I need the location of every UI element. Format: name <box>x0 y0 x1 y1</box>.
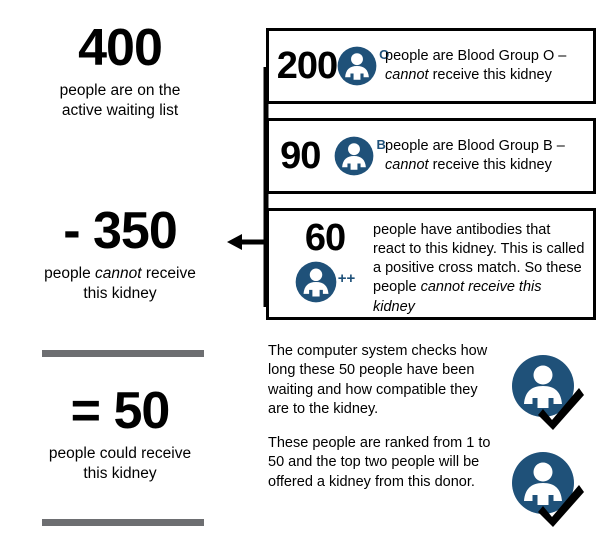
exclusion-box-blood-group-b: 90 B people are Blood Group B – cannot r… <box>266 118 596 194</box>
exclusion-o-number: 200 <box>276 45 338 87</box>
total-caption-line1: people are on the <box>59 82 181 99</box>
cross-match-tag: ++ <box>337 270 356 287</box>
summary-excluded-total: - 350 people cannot receive this kidney <box>0 205 240 304</box>
divider-bar-bottom <box>42 519 204 526</box>
total-caption: people are on the active waiting list <box>0 81 240 121</box>
person-check-icon <box>512 355 584 430</box>
exclusion-b-text: people are Blood Group B – cannot receiv… <box>385 137 593 175</box>
summary-eligible-total: = 50 people could receive this kidney <box>0 385 240 484</box>
explanation-text-block: The computer system checks how long thes… <box>268 342 493 492</box>
exclusion-b-text-emphasis: cannot <box>385 157 429 173</box>
exclusion-o-text-post: receive this kidney <box>428 67 552 83</box>
divider-bar-top <box>42 350 204 357</box>
excluded-caption-emphasis: cannot <box>95 265 142 282</box>
person-icon-x-wrap: ++ <box>295 261 356 303</box>
excluded-number: - 350 <box>63 202 178 260</box>
blood-group-tag-b: B <box>376 137 386 152</box>
person-icon <box>337 46 377 86</box>
exclusion-x-number: 60 <box>304 217 346 259</box>
exclusion-box-o-figure: 200 O <box>269 45 389 87</box>
exclusion-x-text-pre: people have antibodies that react to thi… <box>373 222 585 296</box>
eligible-caption: people could receive this kidney <box>0 444 240 484</box>
total-number: 400 <box>78 19 163 77</box>
exclusion-box-blood-group-o: 200 O people are Blood Group O – cannot … <box>266 28 596 104</box>
exclusion-box-b-figure: 90 B <box>269 135 386 177</box>
person-icon-o-wrap: O <box>337 46 389 86</box>
excluded-caption-line2: this kidney <box>83 284 157 302</box>
exclusion-o-text-emphasis: cannot <box>385 67 429 83</box>
eligible-caption-line2: this kidney <box>83 464 157 482</box>
excluded-caption: people cannot receive this kidney <box>0 264 240 304</box>
total-caption-line2: active waiting list <box>61 101 179 119</box>
person-icon <box>334 136 374 176</box>
excluded-caption-pre: people <box>44 265 96 282</box>
explanation-paragraph-1: The computer system checks how long thes… <box>268 343 488 418</box>
eligible-caption-line1: people could receive <box>48 445 192 462</box>
exclusion-box-cross-match: 60 ++ people have antibodies that react … <box>266 208 596 320</box>
explanation-paragraph-2: These people are ranked from 1 to 50 and… <box>268 434 491 490</box>
person-check-icon <box>512 452 584 527</box>
person-icon <box>295 261 337 303</box>
exclusion-b-text-post: receive this kidney <box>428 157 552 173</box>
blood-group-tag-o: O <box>379 47 390 62</box>
person-icon-b-wrap: B <box>334 136 386 176</box>
eligible-number: = 50 <box>70 382 171 440</box>
exclusion-box-x-figure: 60 ++ <box>269 211 369 303</box>
summary-total-waiting-list: 400 people are on the active waiting lis… <box>0 22 240 121</box>
exclusion-b-number: 90 <box>280 135 321 177</box>
exclusion-b-text-pre: people are Blood Group B – <box>385 137 565 154</box>
excluded-caption-post: receive <box>141 265 196 282</box>
exclusion-x-text: people have antibodies that react to thi… <box>369 211 593 317</box>
exclusion-x-text-emphasis: cannot receive this kidney <box>373 279 542 315</box>
exclusion-o-text: people are Blood Group O – cannot receiv… <box>385 47 593 85</box>
exclusion-o-text-pre: people are Blood Group O – <box>385 47 567 64</box>
